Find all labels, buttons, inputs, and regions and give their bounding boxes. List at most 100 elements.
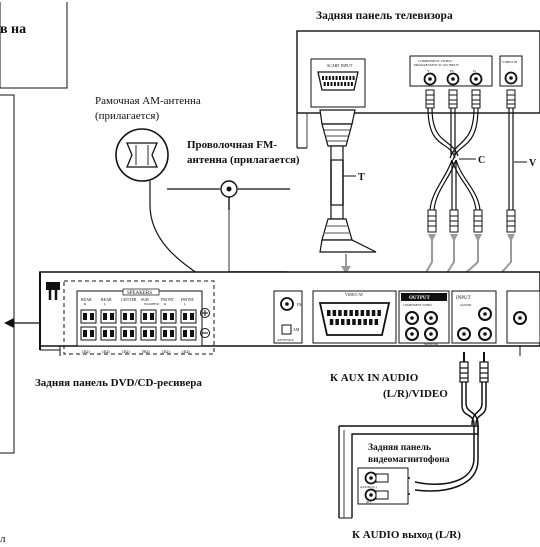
aux-in-label-2: (L/R)/VIDEO — [383, 388, 448, 400]
scart-pin — [342, 76, 345, 80]
vcr-panel-label-1: Задняя панель — [368, 443, 431, 453]
scart-pin — [377, 310, 381, 316]
tv-scart-input-label: SCART INPUT — [327, 63, 353, 68]
scart-pin — [343, 310, 348, 316]
speakers-header: SPEAKERS — [127, 291, 152, 296]
am-terminal-label: AM — [293, 327, 300, 332]
scart-pin — [352, 319, 356, 325]
scart-pin — [332, 76, 335, 80]
scart-pin — [332, 310, 337, 316]
scart-pin — [345, 76, 348, 80]
scart-pin — [337, 82, 340, 86]
speaker-terminal-clip — [83, 330, 87, 337]
component-cable-letter: C — [478, 155, 485, 166]
scart-lead-head — [341, 266, 351, 274]
vcr-rear-panel: AUDIO (L) (R) — [338, 425, 479, 519]
aux-in-label-1: К AUX IN AUDIO — [330, 372, 419, 384]
scart-pin — [328, 76, 331, 80]
scart-pin — [338, 310, 342, 316]
scart-pin — [363, 319, 367, 325]
speaker-terminal-clip — [90, 313, 94, 320]
scart-pin — [330, 82, 333, 86]
speaker-terminal-clip — [183, 313, 187, 320]
scart-pin — [335, 319, 339, 325]
left-frames — [0, 2, 68, 454]
scart-cable-letter: T — [358, 172, 365, 183]
scart-pin — [327, 82, 330, 86]
speaker-column-impedance: (4Ω) — [122, 349, 130, 354]
vcr-audio-r-label: (R) — [366, 500, 372, 504]
am-loop-antenna — [115, 128, 169, 182]
top-left-frame — [0, 2, 68, 89]
am-antenna-label-2: (прилагается) — [95, 110, 159, 122]
scart-pin — [341, 319, 345, 325]
scart-pin — [335, 76, 338, 80]
am-terminal — [281, 324, 292, 335]
output-header: OUTPUT — [409, 296, 431, 301]
scart-pin — [369, 319, 373, 325]
scart-pin — [374, 319, 379, 325]
speaker-column-side: R — [84, 302, 87, 306]
scart-pin — [346, 319, 351, 325]
output-monitor-label: MONITOR — [424, 342, 438, 346]
output-jacks — [405, 311, 438, 341]
speaker-terminal-clip — [183, 330, 187, 337]
speaker-column-name: CENTER — [121, 297, 137, 302]
speaker-column-name: SUB — [141, 297, 149, 302]
fm-antenna-label-2: антенна (прилагается) — [187, 154, 300, 166]
speaker-column-side: R — [164, 302, 167, 306]
speaker-terminal-clip — [130, 313, 134, 320]
scart-cable — [319, 109, 377, 253]
tv-video-in-label: VIDEO IN — [502, 60, 518, 64]
speaker-terminal-clip — [83, 313, 87, 320]
speaker-polarity — [200, 308, 210, 338]
speaker-terminal-clip — [170, 330, 174, 337]
tv-rear-panel: SCART INPUT COMPONENT VIDEO / PROGRESSIV… — [296, 30, 540, 149]
tv-component-jacks — [423, 72, 483, 86]
speaker-column-impedance: (4Ω) — [102, 349, 110, 354]
speaker-terminal-clip — [163, 313, 167, 320]
speaker-terminal-clip — [103, 330, 107, 337]
output-component-label: COMPONENT VIDEO — [403, 303, 432, 307]
fm-terminal-label: FM — [297, 302, 303, 307]
video-cable-letter: V — [529, 158, 537, 169]
speaker-column-side: L — [104, 302, 106, 306]
tv-scart-pins — [322, 76, 355, 86]
speaker-terminal-clip — [163, 330, 167, 337]
fm-wire-antenna — [167, 180, 290, 210]
component-cable-set — [425, 89, 483, 233]
speaker-terminal-clip — [110, 313, 114, 320]
scart-pin — [349, 76, 352, 80]
scart-pin — [327, 310, 331, 316]
scart-pin — [322, 76, 324, 80]
scart-pin — [344, 82, 347, 86]
tv-comp-y-label: Y — [427, 69, 430, 73]
speaker-column-name: REAR — [101, 297, 112, 302]
speaker-terminal-clip — [190, 330, 194, 337]
bottom-left-fragment-text: л — [0, 533, 6, 542]
speaker-column-name: FRONT — [181, 297, 195, 302]
scart-pin — [371, 310, 376, 316]
vcr-panel-label-2: видеомагнитофона — [368, 454, 450, 465]
speakers-header-box — [122, 288, 160, 296]
input-header: INPUT — [456, 296, 471, 301]
speaker-terminal-clip — [150, 313, 154, 320]
fm-antenna-label-1: Проволочная FM- — [187, 139, 277, 151]
scart-pin — [339, 76, 341, 80]
video-cable — [506, 89, 516, 233]
left-side-frame — [0, 94, 15, 454]
speaker-column-impedance: (4Ω) — [82, 349, 90, 354]
speaker-terminal-clip — [143, 313, 147, 320]
scart-pin — [340, 82, 343, 86]
video-av-scart-pins — [327, 310, 381, 325]
scart-pin — [366, 310, 370, 316]
speaker-terminals-dashed-frame — [63, 280, 215, 355]
scart-pin — [349, 310, 353, 316]
speaker-column-impedance: (4Ω) — [162, 349, 170, 354]
speaker-terminal-clip — [123, 330, 127, 337]
speaker-columns: REARR(4Ω)REARL(4Ω)CENTER(4Ω)SUBWOOFER(8Ω… — [80, 297, 197, 354]
tv-comp-pb-label: Pb — [450, 69, 454, 73]
speaker-terminal-clip — [143, 330, 147, 337]
